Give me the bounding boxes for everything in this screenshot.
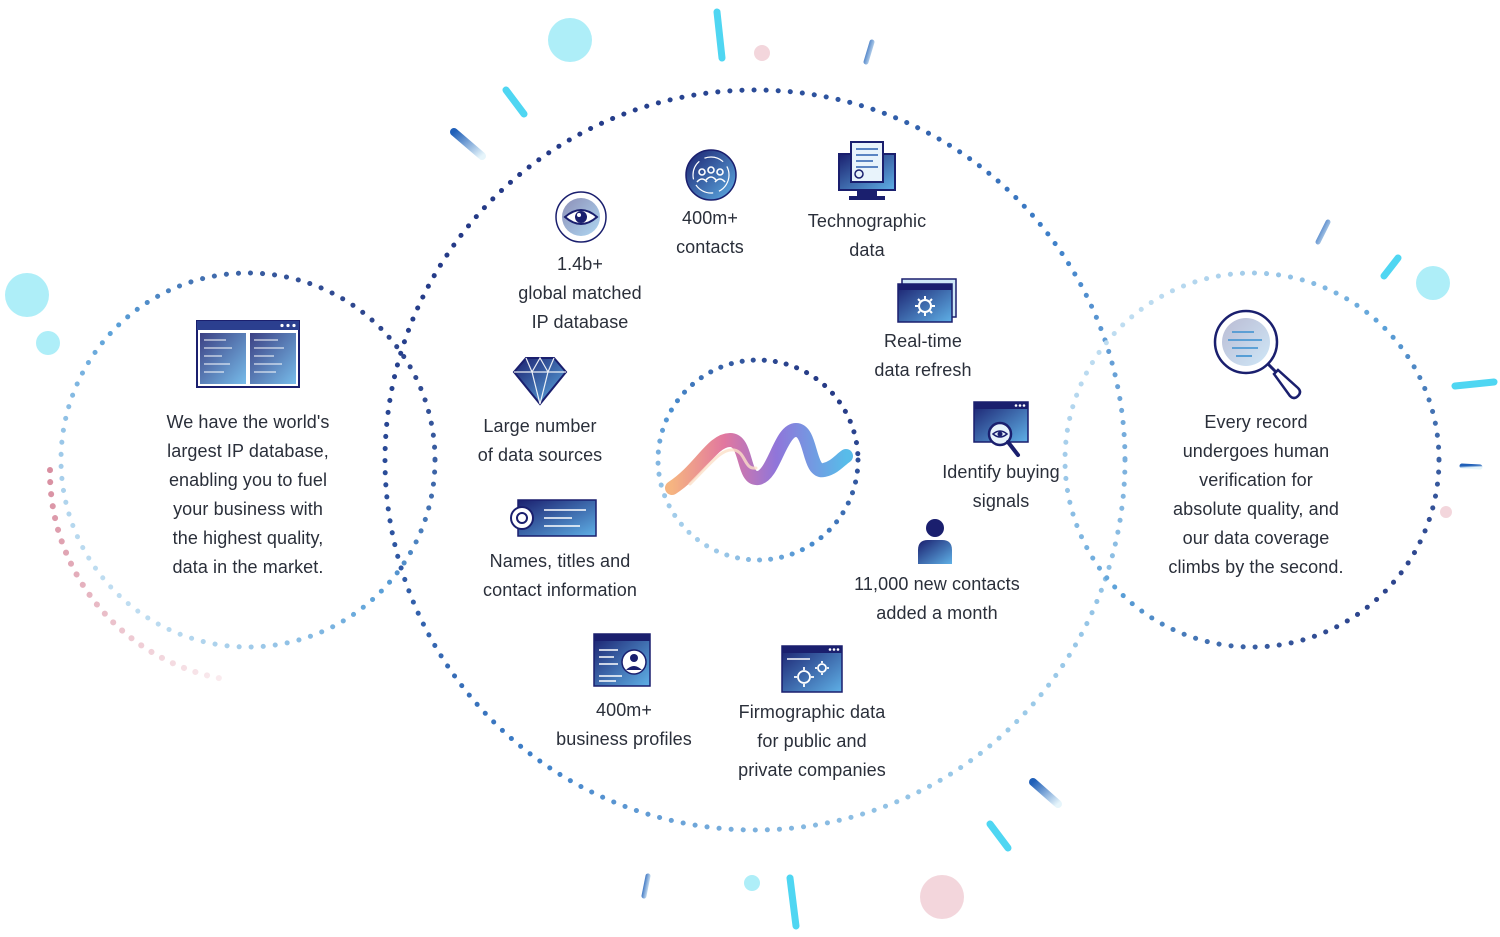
magnifier-window-icon <box>973 401 1029 457</box>
left-panel-text: We have the world's largest IP database,… <box>118 408 378 582</box>
person-icon <box>918 519 952 564</box>
feature-buying-signals-label: Identify buying signals <box>916 458 1086 516</box>
gears-window-icon <box>781 645 843 693</box>
feature-contacts-label: 400m+ contacts <box>630 204 790 262</box>
computer-monitor-icon <box>838 141 896 200</box>
feature-label-line: data <box>849 240 885 260</box>
diamond-icon <box>512 356 568 406</box>
feature-label-line: of data sources <box>477 445 603 465</box>
id-card-icon <box>510 499 597 537</box>
feature-new-contacts-label: 11,000 new contacts added a month <box>827 570 1047 628</box>
magnifier-search-icon <box>1213 309 1302 400</box>
right-panel-line: climbs by the second. <box>1168 557 1344 577</box>
feature-label-line: Identify buying <box>942 462 1060 482</box>
feature-label-line: data refresh <box>874 360 972 380</box>
feature-label-line: IP database <box>531 312 629 332</box>
browser-window-icon <box>196 320 300 388</box>
profile-window-icon <box>593 633 651 687</box>
feature-label-line: added a month <box>876 603 998 623</box>
right-panel-line: undergoes human <box>1182 441 1330 461</box>
feature-business-profiles-label: 400m+ business profiles <box>534 696 714 754</box>
feature-label-line: Names, titles and <box>489 551 631 571</box>
right-panel-line: our data coverage <box>1182 528 1330 548</box>
left-panel-line: the highest quality, <box>172 528 324 548</box>
feature-label-line: for public and <box>757 731 867 751</box>
right-panel-line: absolute quality, and <box>1173 499 1339 519</box>
left-panel-line: largest IP database, <box>167 441 329 461</box>
feature-label-line: contact information <box>483 580 637 600</box>
left-panel-line: data in the market. <box>172 557 324 577</box>
feature-technographic-label: Technographic data <box>787 207 947 265</box>
right-panel-line: Every record <box>1204 412 1308 432</box>
eye-icon <box>555 191 607 243</box>
people-network-icon <box>685 149 737 201</box>
feature-label-line: 11,000 new contacts <box>854 574 1020 594</box>
feature-label-line: private companies <box>738 760 886 780</box>
feature-label-line: signals <box>972 491 1030 511</box>
feature-label-line: Real-time <box>884 331 962 351</box>
feature-label-line: 400m+ <box>681 208 739 228</box>
feature-label-line: Large number <box>483 416 597 436</box>
right-panel-text: Every record undergoes human verificatio… <box>1122 408 1390 582</box>
feature-label-line: Firmographic data <box>738 702 886 722</box>
left-panel-line: enabling you to fuel <box>168 470 328 490</box>
gear-window-icon <box>897 278 957 323</box>
feature-label-line: contacts <box>676 237 744 257</box>
feature-label-line: 400m+ <box>595 700 653 720</box>
feature-data-sources-label: Large number of data sources <box>450 412 630 470</box>
feature-names-label: Names, titles and contact information <box>450 547 670 605</box>
feature-label-line: global matched <box>518 283 642 303</box>
feature-label-line: Technographic <box>807 211 927 231</box>
feature-firmographic-label: Firmographic data for public and private… <box>712 698 912 785</box>
feature-realtime-label: Real-time data refresh <box>843 327 1003 385</box>
feature-label-line: 1.4b+ <box>556 254 604 274</box>
left-panel-line: your business with <box>173 499 323 519</box>
left-panel-line: We have the world's <box>166 412 330 432</box>
brush-stroke-logo <box>665 423 853 495</box>
feature-ip-database-label: 1.4b+ global matched IP database <box>480 250 680 337</box>
right-panel-line: verification for <box>1199 470 1313 490</box>
feature-label-line: business profiles <box>556 729 692 749</box>
